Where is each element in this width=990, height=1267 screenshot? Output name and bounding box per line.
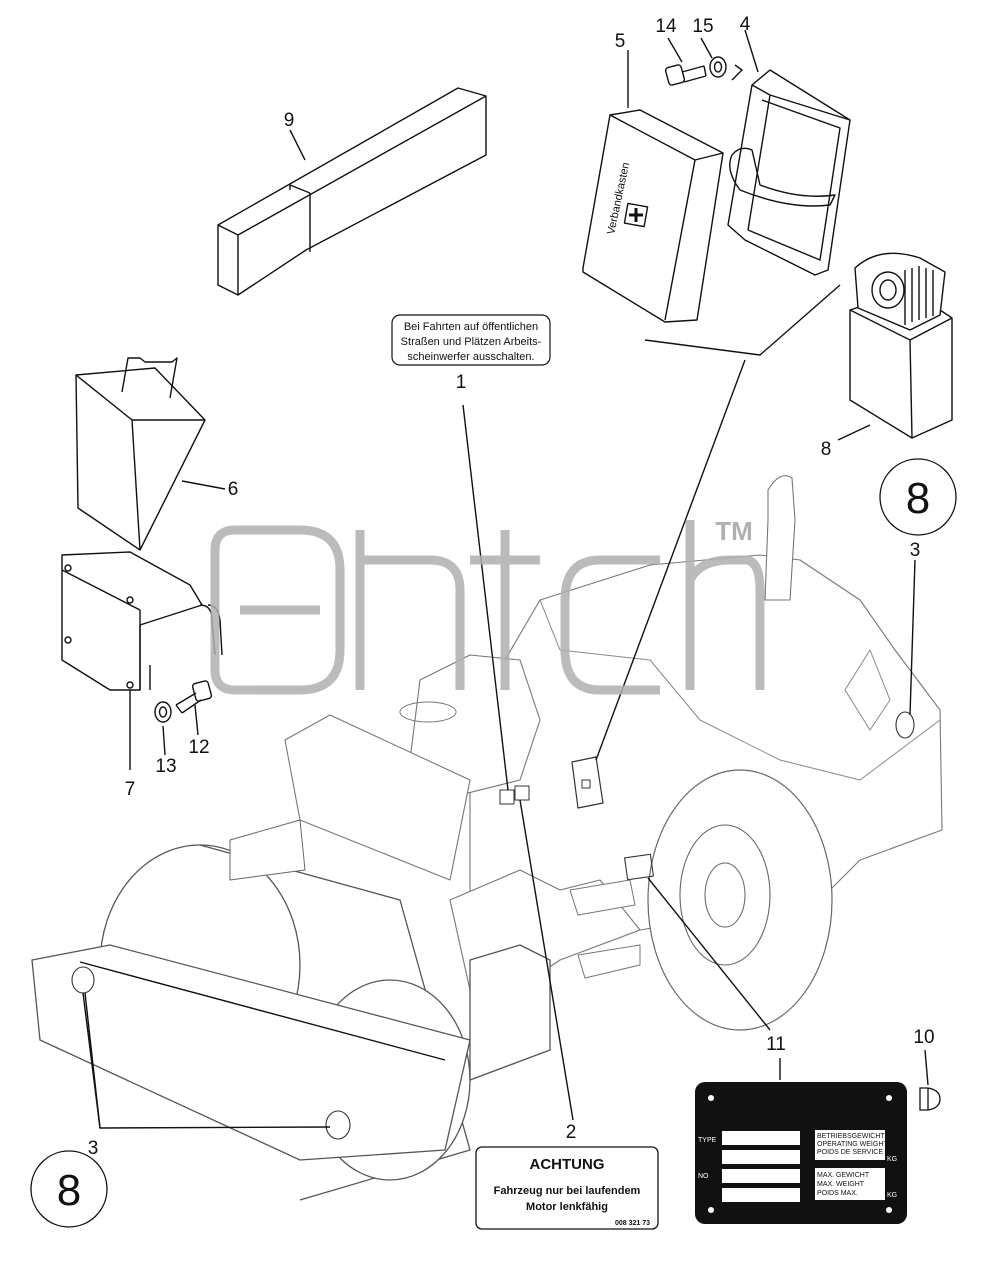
item-14-bolt: [664, 64, 707, 86]
callout-15: 15: [692, 16, 713, 37]
leader-12: [194, 704, 199, 736]
plate-no: NO: [698, 1173, 709, 1180]
roller-machine: [31, 475, 943, 1201]
callout-6: 6: [228, 479, 239, 500]
leader-2: [519, 799, 574, 1121]
callout-13: 13: [155, 756, 176, 777]
leader-11: [647, 877, 771, 1031]
callouts: 1 2 3 3 4 5 6 7 8 9 10 11 12 13 14 15: [88, 14, 935, 1159]
watermark-tm: TM: [715, 516, 753, 546]
plate-weight-3: POIDS DE SERVICE: [817, 1149, 883, 1156]
callout-2: 2: [566, 1122, 577, 1143]
leader-6: [181, 480, 226, 490]
plate-weight-2: OPERATING WEIGHT: [817, 1141, 888, 1148]
leader-15: [700, 37, 713, 59]
break-mark: [731, 64, 743, 81]
item-12-bolt: [175, 680, 213, 714]
decal-8-top: 8: [879, 458, 957, 536]
achtung-line-2: Motor lenkfähig: [526, 1201, 608, 1213]
plate-max-2: MAX. WEIGHT: [817, 1181, 865, 1188]
achtung-label: ACHTUNG Fahrzeug nur bei laufendem Motor…: [475, 1146, 659, 1230]
callout-14: 14: [655, 16, 677, 37]
leader-10: [924, 1049, 929, 1086]
note-line-3: scheinwerfer ausschalten.: [407, 351, 534, 363]
leader-4: [744, 29, 759, 73]
achtung-line-1: Fahrzeug nur bei laufendem: [494, 1185, 641, 1197]
callout-9: 9: [284, 110, 295, 131]
item-4-bracket: [727, 69, 851, 276]
callout-10: 10: [913, 1027, 934, 1048]
svg-text:8: 8: [906, 474, 930, 523]
item-8-extinguisher: [849, 252, 953, 439]
plate-kg-2: KG: [887, 1192, 897, 1199]
leader-8: [837, 424, 871, 441]
callout-1: 1: [456, 372, 467, 393]
note-line-1: Bei Fahrten auf öffentlichen: [404, 321, 538, 333]
note-line-2: Straßen und Plätzen Arbeits-: [401, 336, 542, 348]
item-9-box: [217, 87, 487, 296]
leader-9: [289, 129, 306, 161]
callout-4: 4: [740, 14, 751, 35]
plate-type: TYPE: [698, 1137, 717, 1144]
callout-3-right: 3: [910, 540, 921, 561]
plate-weight-1: BETRIEBSGEWICHT: [817, 1133, 885, 1140]
type-plate: TYPE NO BETRIEBSGEWICHT OPERATING WEIGHT…: [695, 1082, 907, 1224]
callout-8: 8: [821, 439, 832, 460]
item-10-rivet: [919, 1087, 941, 1111]
leader-3-right: [909, 559, 916, 716]
plate-kg-1: KG: [887, 1156, 897, 1163]
plate-max-3: POIDS MAX.: [817, 1190, 858, 1197]
item-5-first-aid-kit: [582, 109, 724, 323]
note-label: Bei Fahrten auf öffentlichen Straßen und…: [391, 314, 551, 366]
achtung-code: 008 321 73: [615, 1220, 650, 1227]
svg-text:8: 8: [57, 1166, 81, 1215]
achtung-title: ACHTUNG: [530, 1156, 605, 1173]
item-15-washer: [709, 56, 727, 78]
callout-7: 7: [125, 779, 136, 800]
callout-12: 12: [188, 737, 209, 758]
callout-11: 11: [766, 1034, 786, 1055]
watermark-logo: [210, 520, 765, 695]
callout-3-left: 3: [88, 1138, 99, 1159]
item-7-mount-plate: [61, 551, 223, 691]
item-6-shroud: [75, 357, 206, 551]
plate-max-1: MAX. GEWICHT: [817, 1172, 870, 1179]
leader-1: [462, 404, 509, 791]
leader-13: [162, 725, 166, 756]
decal-8-bottom: 8: [30, 1150, 108, 1228]
leader-14: [667, 37, 683, 63]
group-bracket: [644, 284, 841, 356]
item-13-washer: [154, 701, 172, 723]
callout-5: 5: [615, 31, 626, 52]
